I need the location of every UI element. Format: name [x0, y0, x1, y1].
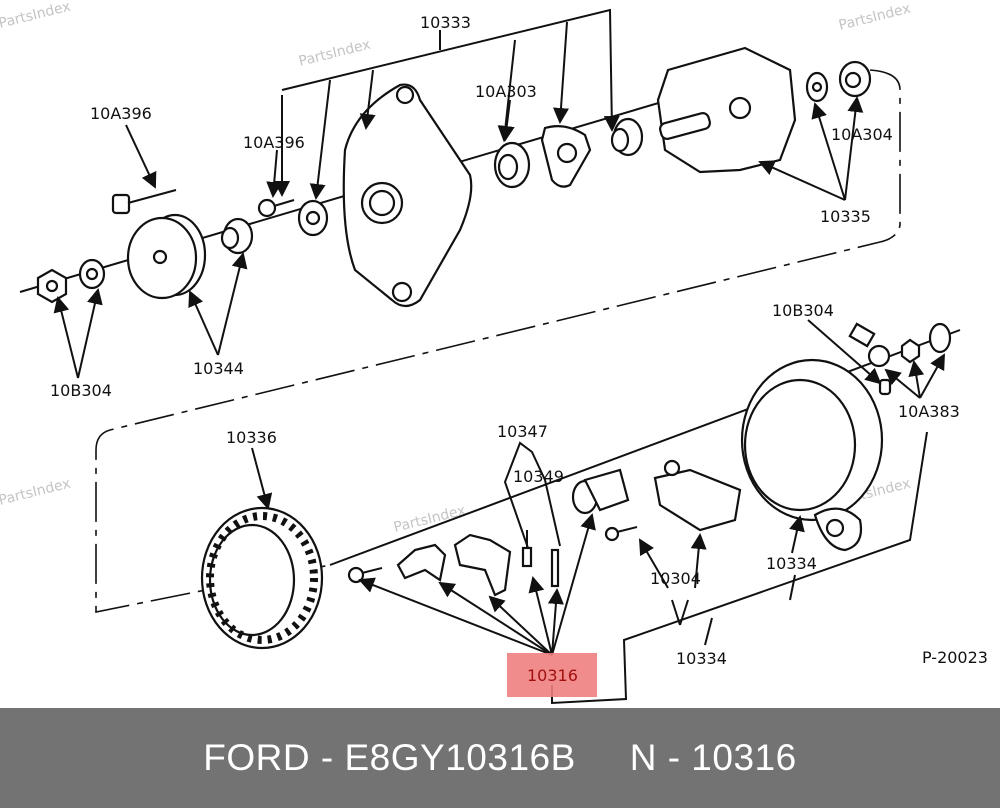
label-10334[interactable]: 10334 [766, 554, 817, 573]
part-number: E8GY10316B [344, 737, 576, 778]
spring-10349 [550, 548, 560, 588]
separator: - [310, 737, 345, 778]
rotor-10335 [656, 46, 797, 174]
rear-housing-10334 [740, 358, 884, 552]
label-10333[interactable]: 10333 [420, 13, 471, 32]
seal-2 [610, 117, 644, 157]
highlight-box [507, 653, 597, 697]
brush-holder [453, 533, 512, 597]
label-10b304[interactable]: 10B304 [50, 381, 112, 400]
rectifier-10304 [653, 459, 742, 532]
label-10336[interactable]: 10336 [226, 428, 277, 447]
screw-10316 [347, 566, 383, 584]
spacer-10344 [220, 217, 254, 255]
nut-10a383 [900, 322, 952, 364]
leader-lines [53, 8, 945, 705]
watermark: PartsIndex [0, 476, 72, 509]
brush-cover [571, 468, 630, 515]
screw-10a396 [257, 198, 295, 218]
label-10a383[interactable]: 10A383 [898, 402, 960, 421]
label-10a396[interactable]: 10A396 [90, 104, 152, 123]
figure-id: P-20023 [922, 648, 988, 667]
insulator [396, 543, 447, 582]
pulley-10344 [126, 213, 207, 300]
label-10349[interactable]: 10349 [513, 467, 564, 486]
label-10316[interactable]: 10316 [527, 666, 578, 685]
stator-10336 [200, 506, 324, 650]
part-info-bar: FORD - E8GY10316B N - 10316 [0, 708, 1000, 808]
bearing-10a303 [493, 141, 531, 189]
label-10344[interactable]: 10344 [193, 359, 244, 378]
bolt-10a396 [111, 189, 177, 215]
watermark: PartsIndex [297, 37, 372, 70]
label-10a303[interactable]: 10A303 [475, 82, 537, 101]
brand: FORD [203, 737, 311, 778]
reference-number: N - 10316 [629, 737, 797, 778]
label-10347[interactable]: 10347 [497, 422, 548, 441]
watermark: PartsIndex [0, 0, 72, 32]
gap [576, 737, 630, 779]
seal [297, 199, 329, 237]
washer-10b304 [78, 258, 106, 290]
watermark: PartsIndex [837, 1, 912, 34]
label-10b304[interactable]: 10B304 [772, 301, 834, 320]
screw-10304 [604, 526, 638, 542]
nut-10b304 [36, 268, 68, 304]
label-10304[interactable]: 10304 [650, 569, 701, 588]
exploded-alternator-diagram: PartsIndex PartsIndex PartsIndex PartsIn… [0, 0, 988, 705]
retainer-plate [540, 125, 592, 188]
bearing-10a304 [805, 60, 872, 103]
axis-lines [19, 69, 961, 613]
label-10334[interactable]: 10334 [676, 649, 727, 668]
label-10335[interactable]: 10335 [820, 207, 871, 226]
label-10a304[interactable]: 10A304 [831, 125, 893, 144]
front-housing [342, 83, 473, 308]
label-10a396[interactable]: 10A396 [243, 133, 305, 152]
watermark: PartsIndex [392, 503, 467, 536]
